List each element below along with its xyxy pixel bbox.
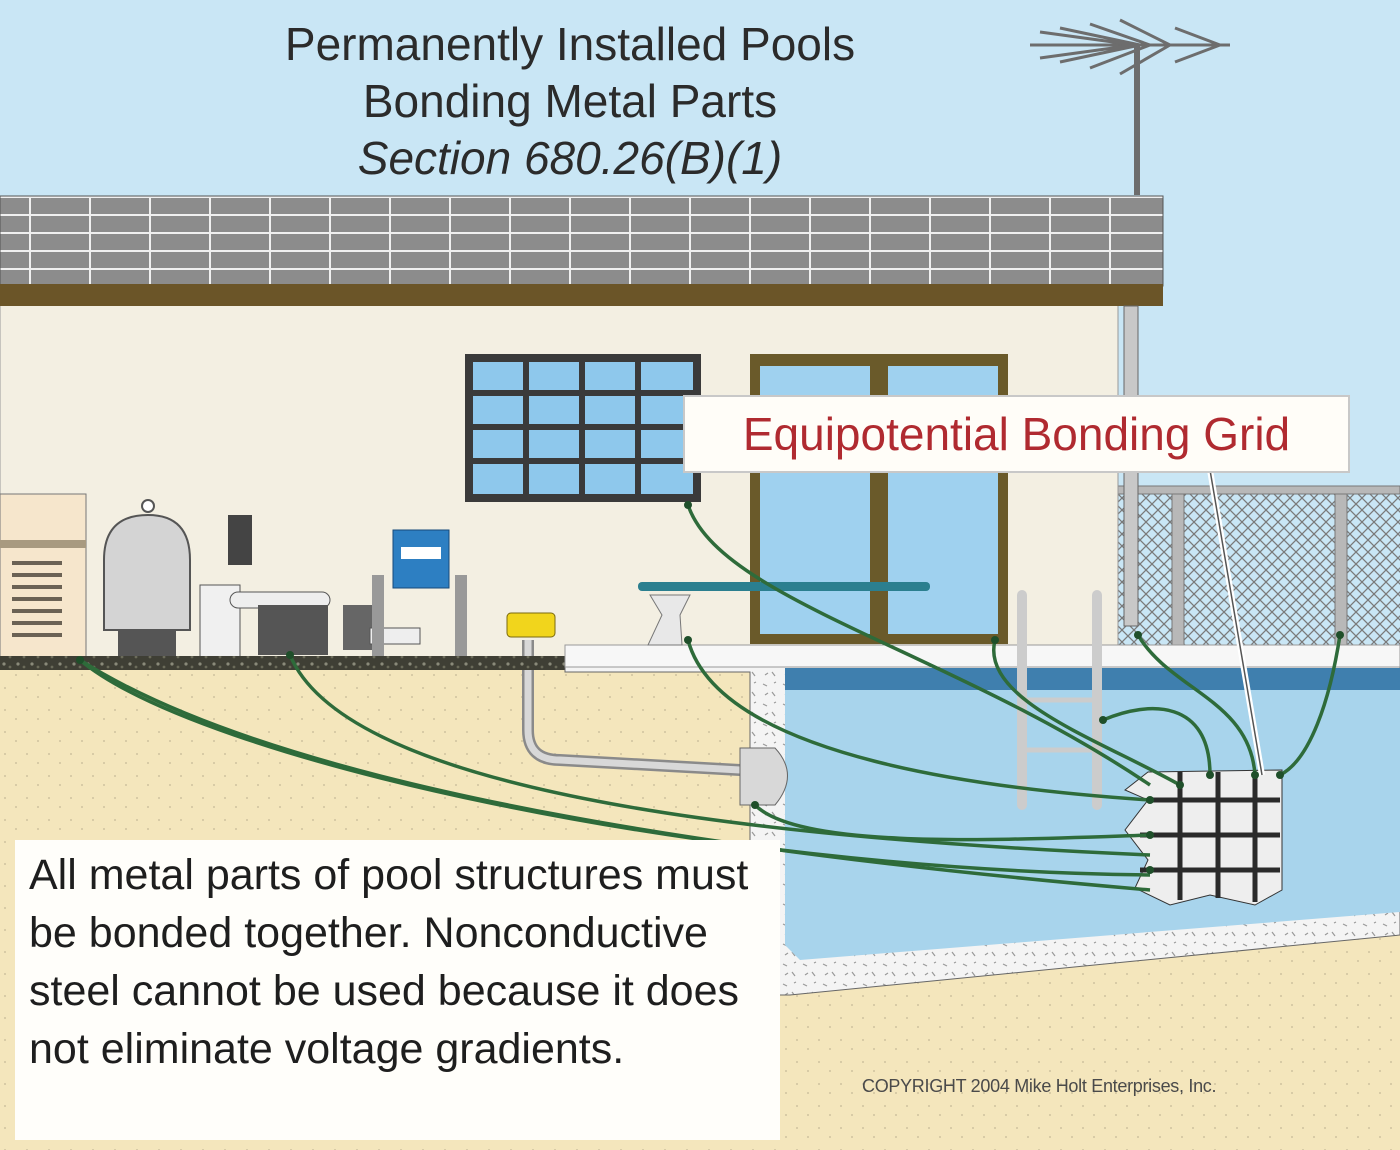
pool-heater bbox=[0, 493, 87, 665]
pool-ladder bbox=[1017, 590, 1102, 810]
title-line-1: Permanently Installed Pools bbox=[284, 18, 856, 70]
pool-coping bbox=[564, 644, 1400, 668]
title-section-reference: Section 680.26(B)(1) bbox=[357, 132, 783, 184]
title-line-2: Bonding Metal Parts bbox=[362, 75, 778, 127]
diving-board bbox=[638, 582, 930, 646]
pool-light bbox=[739, 747, 788, 806]
roof-shingles bbox=[0, 195, 1164, 287]
callout-pointer-outline bbox=[1209, 469, 1263, 776]
copyright-notice: COPYRIGHT 2004 Mike Holt Enterprises, In… bbox=[862, 1076, 1217, 1096]
explanatory-note: All metal parts of pool structures must … bbox=[15, 840, 780, 1140]
bonding-wires bbox=[78, 504, 1342, 892]
roof-fascia bbox=[0, 284, 1163, 306]
junction-box bbox=[506, 612, 741, 776]
tv-antenna bbox=[1030, 18, 1230, 195]
window bbox=[465, 354, 701, 502]
gravel-strip bbox=[0, 656, 565, 670]
wire-connectors bbox=[76, 501, 1344, 874]
chain-link-fence bbox=[1114, 485, 1400, 646]
chlorinator bbox=[372, 529, 467, 660]
pool-filter bbox=[103, 499, 191, 660]
pool-pump bbox=[199, 515, 421, 661]
bonding-grid-callout: Equipotential Bonding Grid bbox=[683, 395, 1350, 473]
equipotential-bonding-grid bbox=[1124, 769, 1283, 906]
